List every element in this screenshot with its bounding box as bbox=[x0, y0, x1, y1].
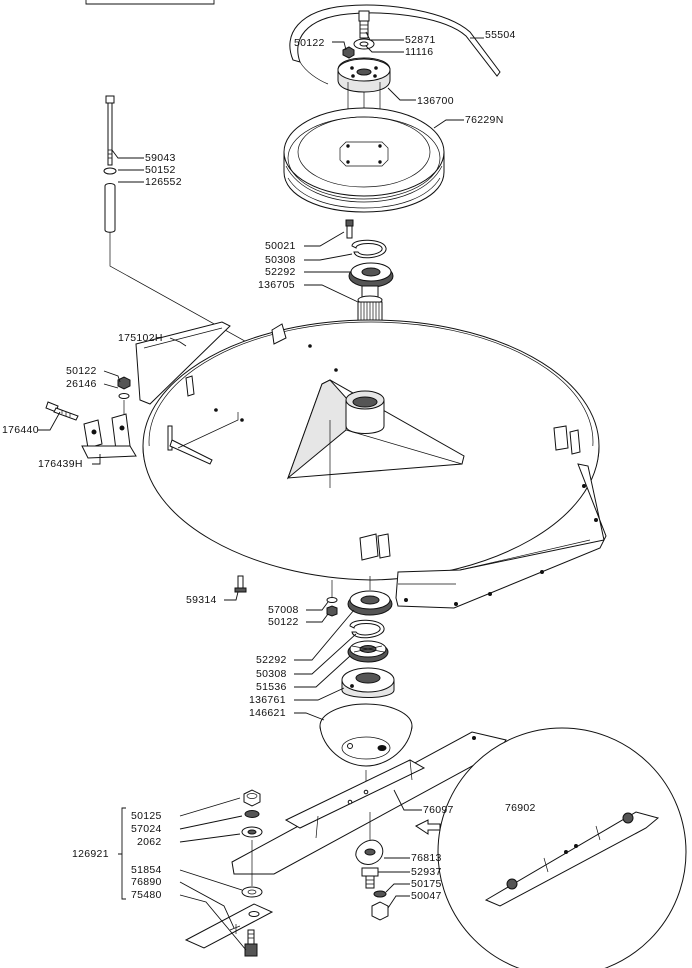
label-76229N: 76229N bbox=[465, 114, 504, 126]
cup-146621 bbox=[319, 703, 413, 767]
lower-centerline bbox=[331, 576, 371, 598]
label-76902: 76902 bbox=[505, 802, 536, 814]
v-belt-55504 bbox=[289, 4, 501, 85]
pulley-76229N bbox=[283, 107, 445, 213]
nut-50122-bracket bbox=[117, 376, 131, 390]
label-50122-lower: 50122 bbox=[268, 616, 299, 628]
leader-lines bbox=[38, 31, 484, 951]
long-bolt-59043 bbox=[105, 95, 115, 166]
bracket-76813 bbox=[355, 839, 384, 865]
label-59314: 59314 bbox=[186, 594, 217, 606]
washer-50152 bbox=[103, 167, 117, 175]
label-50047: 50047 bbox=[411, 890, 442, 902]
label-50152: 50152 bbox=[145, 164, 176, 176]
label-50308-upper: 50308 bbox=[265, 254, 296, 266]
label-26146: 26146 bbox=[66, 378, 97, 390]
nut-50122-lower bbox=[326, 605, 338, 617]
label-51536: 51536 bbox=[256, 681, 287, 693]
title-frame-fragment bbox=[85, 0, 215, 5]
label-11116: 11116 bbox=[405, 46, 433, 58]
nut-50125 bbox=[243, 789, 261, 807]
label-52292-upper: 52292 bbox=[265, 266, 296, 278]
label-176439H: 176439H bbox=[38, 458, 83, 470]
label-50308-lower: 50308 bbox=[256, 668, 287, 680]
snap-ring-50308-upper bbox=[351, 239, 387, 259]
bracket-176439H bbox=[81, 413, 137, 459]
bearing-52292-upper bbox=[348, 262, 394, 288]
label-175102H: 175102H bbox=[118, 332, 163, 344]
label-76813: 76813 bbox=[411, 852, 442, 864]
label-76890: 76890 bbox=[131, 876, 162, 888]
label-76097: 76097 bbox=[423, 804, 454, 816]
bolt-75480 bbox=[244, 929, 258, 957]
label-136705: 136705 bbox=[258, 279, 295, 291]
label-136700: 136700 bbox=[417, 95, 454, 107]
label-146621: 146621 bbox=[249, 707, 286, 719]
nut-50047 bbox=[371, 901, 389, 921]
pin-176440 bbox=[45, 401, 79, 421]
washer-50175 bbox=[373, 890, 387, 898]
callout-labels: 55504 52871 50122 11116 136700 76229N 59… bbox=[2, 29, 536, 902]
label-50122-top: 50122 bbox=[294, 37, 325, 49]
label-52292-lower: 52292 bbox=[256, 654, 287, 666]
label-2062: 2062 bbox=[137, 836, 162, 848]
bolt-52937 bbox=[361, 867, 379, 889]
seal-51536 bbox=[347, 640, 389, 663]
label-55504: 55504 bbox=[485, 29, 516, 41]
blade-76097 bbox=[231, 731, 507, 875]
label-126921: 126921 bbox=[72, 848, 109, 860]
spacer-tube-126552 bbox=[104, 183, 116, 233]
label-52871: 52871 bbox=[405, 34, 436, 46]
label-176440: 176440 bbox=[2, 424, 39, 436]
snap-ring-50308-lower bbox=[349, 619, 385, 639]
hub-136700 bbox=[337, 57, 391, 93]
washer-51854 bbox=[241, 886, 263, 898]
hub-136761 bbox=[341, 667, 395, 698]
bolt-50021 bbox=[345, 219, 354, 239]
bearing-52292-lower bbox=[347, 590, 393, 616]
label-59043: 59043 bbox=[145, 152, 176, 164]
label-50122-bracket: 50122 bbox=[66, 365, 97, 377]
label-52937: 52937 bbox=[411, 866, 442, 878]
label-126552: 126552 bbox=[145, 176, 182, 188]
washer-57024 bbox=[244, 810, 260, 818]
label-50021: 50021 bbox=[265, 240, 296, 252]
washer-26146 bbox=[118, 393, 130, 399]
bolt-52871 bbox=[358, 10, 370, 39]
label-75480: 75480 bbox=[131, 889, 162, 901]
mower-deck-175102H bbox=[135, 319, 607, 609]
label-51854: 51854 bbox=[131, 864, 162, 876]
label-50175: 50175 bbox=[411, 878, 442, 890]
plate-76890 bbox=[184, 903, 274, 949]
washer-57008 bbox=[326, 597, 338, 603]
label-57008: 57008 bbox=[268, 604, 299, 616]
washer-2062 bbox=[241, 826, 263, 838]
label-136761: 136761 bbox=[249, 694, 286, 706]
bolt-59314 bbox=[234, 575, 247, 593]
washer-11116 bbox=[353, 38, 375, 50]
nut-50122-top bbox=[342, 46, 355, 59]
detail-view-76902 bbox=[415, 727, 687, 968]
label-50125: 50125 bbox=[131, 810, 162, 822]
label-57024: 57024 bbox=[131, 823, 162, 835]
